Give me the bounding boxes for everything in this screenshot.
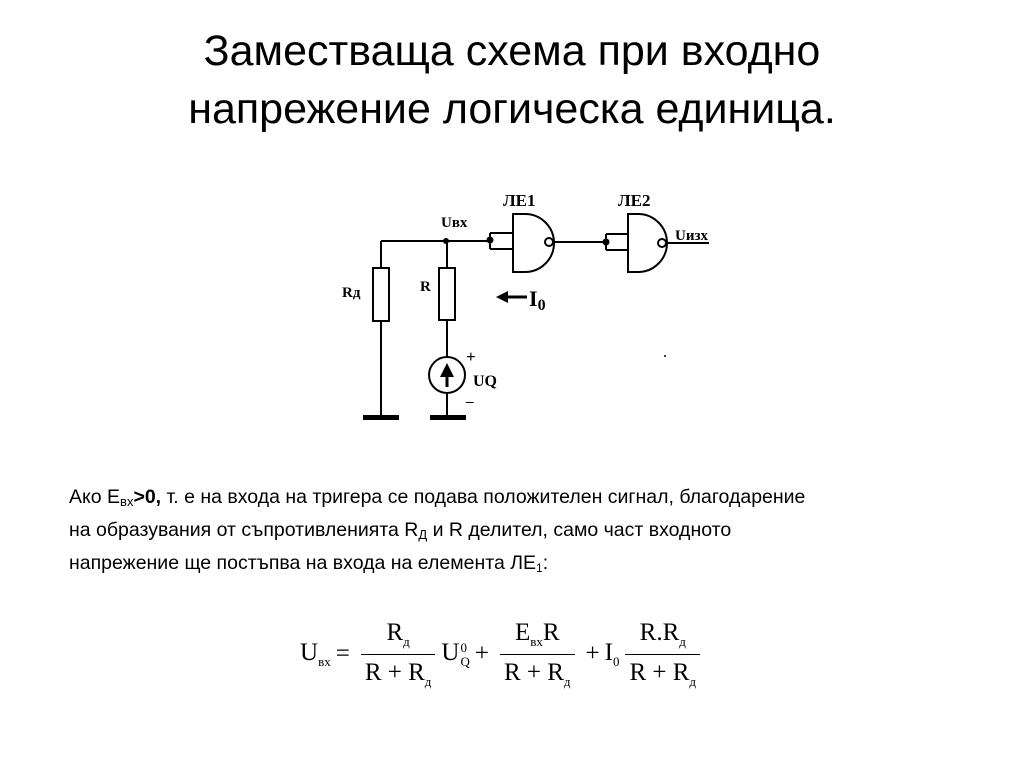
ground-rd: [363, 415, 399, 420]
fraction-2-denominator: R + Rд: [499, 653, 575, 690]
text-p2-sub: Д: [418, 527, 428, 542]
formula-term-i0: I0: [605, 639, 620, 670]
text-p1-sub: вх: [120, 494, 134, 509]
formula-plus-1: +: [474, 640, 489, 667]
current-arrow-stem: [507, 295, 527, 299]
gate2-label: ЛЕ2: [618, 191, 651, 210]
current-label-main: I: [529, 286, 538, 311]
plus-sign: +: [466, 347, 476, 366]
fraction-3-denominator: R + Rд: [625, 653, 701, 690]
slide-title-line-1: Заместваща схема при входно: [203, 27, 821, 75]
fraction-1-numerator: Rд: [382, 619, 413, 654]
term-uq-sub: Q: [460, 653, 470, 669]
formula-fraction-1: Rд R + Rд: [360, 619, 436, 690]
r-label: R: [420, 279, 431, 295]
gate1-inversion-bubble: [544, 237, 554, 247]
paragraph-line-1: Ако Eвх>0, т. е на входа на тригера се п…: [69, 483, 999, 516]
f1-den-text: R + R: [364, 658, 425, 686]
resistor-rd: [372, 267, 390, 322]
gate1-label: ЛЕ1: [503, 191, 536, 210]
slide-title-line-2: напрежение логическа единица.: [188, 85, 836, 133]
current-label: I0: [529, 286, 546, 314]
f1-num-text: R: [386, 618, 404, 646]
formula-plus-2: +: [585, 640, 600, 667]
text-p2: на образувания от съпротивленията R: [69, 519, 419, 541]
f3-den-text: R + R: [629, 658, 690, 686]
resistor-r: [438, 267, 456, 321]
f2-den-sub: д: [563, 673, 571, 689]
f2-num-sub: вх: [530, 633, 543, 649]
paragraph-line-2: на образувания от съпротивленията RД и R…: [69, 516, 999, 549]
f3-num-sub: д: [679, 633, 686, 649]
fraction-1-denominator: R + Rд: [360, 653, 436, 690]
paragraph-line-3: напрежение ще постъпва на входа на елеме…: [69, 549, 999, 583]
gate2-inversion-bubble: [657, 238, 667, 248]
gate2-input-dot: [602, 238, 610, 246]
formula-equals: =: [335, 640, 350, 667]
description-paragraph: Ако Eвх>0, т. е на входа на тригера се п…: [69, 483, 999, 583]
fraction-2-numerator: EвхR: [511, 619, 564, 654]
formula-lhs: Uвх: [300, 639, 331, 670]
slide-title: Заместваща схема при входно напрежение л…: [0, 22, 1024, 138]
text-p3: напрежение ще постъпва на входа на елеме…: [69, 552, 537, 574]
stray-dot: [664, 355, 666, 357]
formula-fraction-3: R.Rд R + Rд: [625, 619, 701, 690]
ground-source: [430, 415, 466, 420]
minus-sign: –: [465, 394, 474, 410]
input-node-dot: [443, 238, 449, 244]
source-arrow-stem: [445, 376, 449, 387]
formula-lhs-u: U: [300, 638, 319, 666]
term-i0-sub: 0: [612, 653, 620, 669]
nand-gate-2: [627, 213, 668, 273]
gate1-input-dot: [486, 236, 494, 244]
input-voltage-label: Uвх: [441, 215, 468, 231]
current-label-sub: 0: [538, 297, 546, 314]
f2-num-text: E: [514, 618, 531, 646]
text-p3-rest: :: [542, 552, 549, 574]
text-p2-rest: и R делител, само част входното: [427, 519, 732, 541]
text-p1-bold: >0,: [133, 486, 162, 508]
text-p3-sub: 1: [536, 561, 543, 575]
text-p1-rest: т. е на входа на тригера се подава полож…: [161, 486, 806, 508]
formula-lhs-sub: вх: [318, 653, 331, 669]
f1-den-sub: д: [424, 673, 432, 689]
output-voltage-label: Uизх: [675, 228, 709, 244]
f3-den-sub: д: [689, 673, 697, 689]
source-label: UQ: [473, 373, 497, 390]
term-i0-i: I: [604, 638, 613, 666]
f1-num-sub: д: [403, 633, 410, 649]
rd-label: Rд: [342, 285, 361, 301]
f2-den-text: R + R: [503, 658, 564, 686]
f3-num-text: R.R: [639, 618, 680, 646]
f2-num-rest: R: [542, 618, 560, 646]
current-arrow-icon: [496, 291, 508, 303]
text-p1: Ако E: [69, 486, 121, 508]
formula-fraction-2: EвхR R + Rд: [499, 619, 575, 690]
term-uq-sup: 0: [460, 639, 467, 655]
nand-gate-1: [512, 213, 555, 273]
fraction-3-numerator: R.Rд: [636, 619, 690, 654]
source-arrow-icon: [440, 363, 454, 377]
term-uq-u: U: [441, 639, 460, 667]
